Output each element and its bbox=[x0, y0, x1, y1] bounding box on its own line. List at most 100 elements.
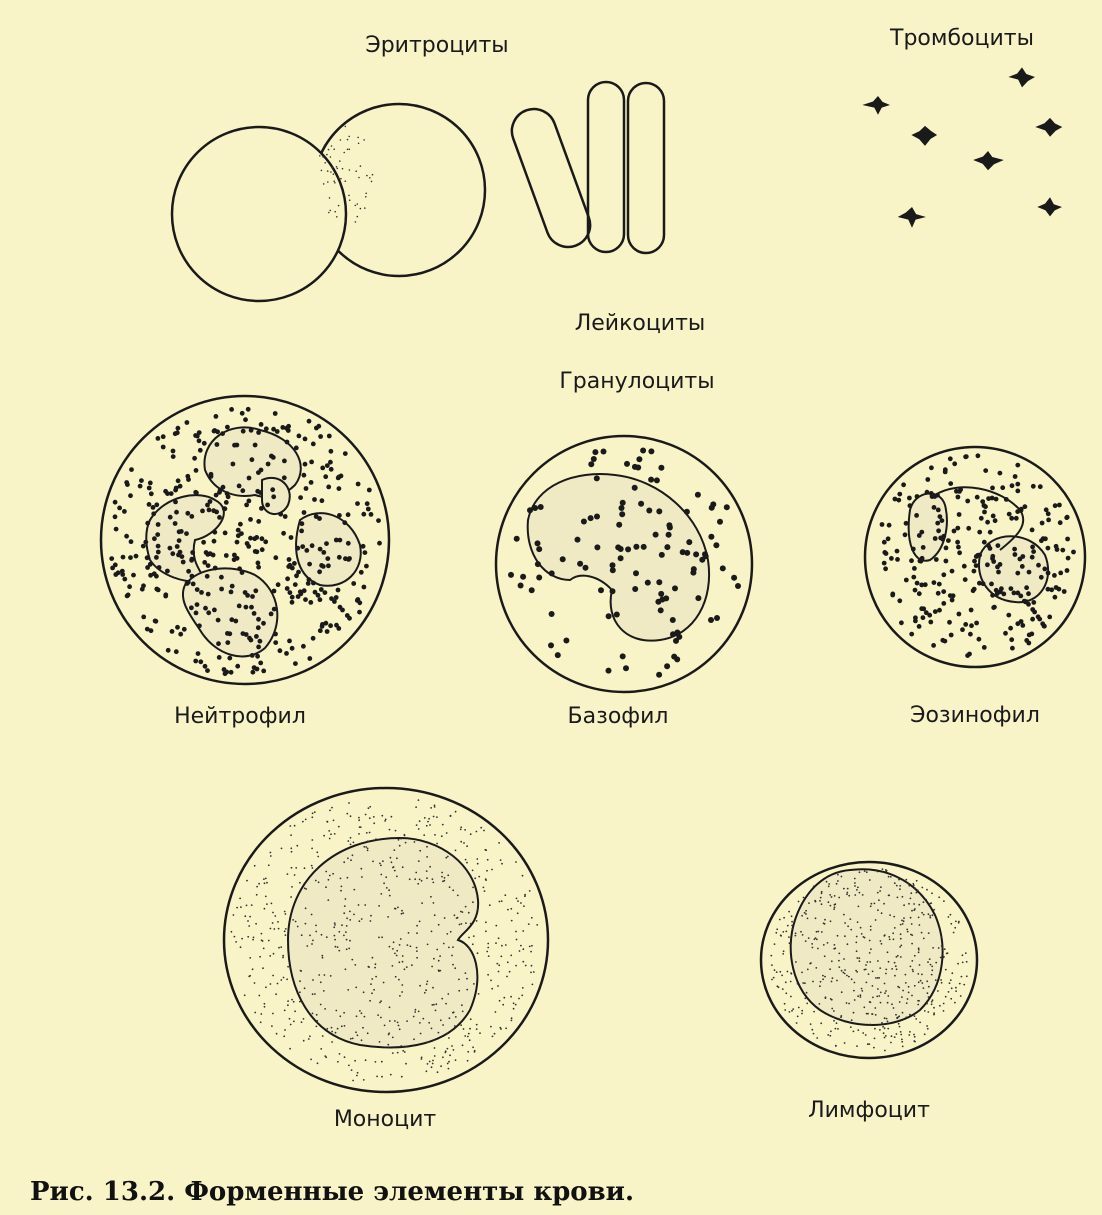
eosinophil-granule bbox=[1029, 632, 1034, 637]
lymphocyte-stipple bbox=[885, 969, 887, 971]
monocyte-stipple bbox=[249, 975, 251, 977]
neutrophil-granule bbox=[120, 569, 125, 574]
lymphocyte-stipple bbox=[819, 985, 821, 987]
lymphocyte-stipple bbox=[816, 931, 818, 933]
eosinophil-granule bbox=[982, 503, 987, 508]
basophil-granule bbox=[591, 456, 597, 462]
monocyte-stipple bbox=[244, 994, 246, 996]
lymphocyte-stipple bbox=[838, 953, 840, 955]
neutrophil-granule bbox=[149, 491, 154, 496]
neutrophil-granule bbox=[324, 541, 329, 546]
monocyte-stipple bbox=[519, 950, 521, 952]
monocyte-stipple bbox=[416, 925, 418, 927]
neutrophil-granule bbox=[316, 593, 321, 598]
lymphocyte-stipple bbox=[844, 969, 846, 971]
monocyte-stipple bbox=[247, 920, 249, 922]
monocyte-stipple bbox=[282, 955, 284, 957]
monocyte-stipple bbox=[316, 1020, 318, 1022]
eosinophil-granule bbox=[899, 620, 904, 625]
eosinophil-granule bbox=[975, 495, 980, 500]
neutrophil-granule bbox=[260, 536, 265, 541]
lymphocyte-stipple bbox=[814, 938, 816, 940]
monocyte-stipple bbox=[511, 1020, 513, 1022]
monocyte-stipple bbox=[314, 993, 316, 995]
eosinophil-granule bbox=[1065, 515, 1070, 520]
neutrophil-granule bbox=[337, 486, 342, 491]
neutrophil-granule bbox=[237, 604, 242, 609]
monocyte-stipple bbox=[365, 814, 367, 816]
monocyte-stipple bbox=[303, 1040, 305, 1042]
lymphocyte-stipple bbox=[926, 1025, 928, 1027]
monocyte-stipple bbox=[301, 934, 303, 936]
eosinophil-granule bbox=[1038, 484, 1043, 489]
basophil-granule bbox=[713, 542, 719, 548]
monocyte-stipple bbox=[468, 912, 470, 914]
neutrophil-granule bbox=[128, 493, 133, 498]
monocyte-stipple bbox=[421, 880, 423, 882]
basophil-granule bbox=[645, 580, 651, 586]
lymphocyte-stipple bbox=[919, 964, 921, 966]
monocyte-stipple bbox=[315, 931, 317, 933]
monocyte-stipple bbox=[287, 1000, 289, 1002]
monocyte-stipple bbox=[373, 816, 375, 818]
neutrophil-granule bbox=[168, 546, 173, 551]
monocyte-stipple bbox=[276, 1033, 278, 1035]
lymphocyte-stipple bbox=[821, 903, 823, 905]
monocyte-stipple bbox=[398, 979, 400, 981]
basophil-granule bbox=[532, 505, 538, 511]
lymphocyte-stipple bbox=[950, 914, 952, 916]
neutrophil-granule bbox=[318, 597, 323, 602]
lymphocyte-stipple bbox=[850, 929, 852, 931]
neutrophil-granule bbox=[259, 468, 264, 473]
lymphocyte-stipple bbox=[923, 987, 925, 989]
eosinophil-granule bbox=[917, 624, 922, 629]
eosinophil-granule bbox=[963, 577, 968, 582]
neutrophil-granule bbox=[200, 509, 205, 514]
eosinophil-granule bbox=[931, 643, 936, 648]
eosinophil-granule bbox=[947, 620, 952, 625]
erythrocyte-stipple bbox=[357, 137, 359, 139]
lymphocyte-stipple bbox=[864, 870, 866, 872]
monocyte-stipple bbox=[400, 938, 402, 940]
eosinophil-granule bbox=[941, 601, 946, 606]
monocyte-stipple bbox=[358, 817, 360, 819]
erythrocyte-stipple bbox=[345, 180, 347, 182]
lymphocyte-stipple bbox=[833, 908, 835, 910]
eosinophil-granule bbox=[1006, 613, 1011, 618]
neutrophil-granule bbox=[249, 638, 254, 643]
lymphocyte-stipple bbox=[853, 1012, 855, 1014]
monocyte-stipple bbox=[256, 894, 258, 896]
lymphocyte-stipple bbox=[782, 988, 784, 990]
monocyte-stipple bbox=[293, 1021, 295, 1023]
eosinophil-granule bbox=[988, 530, 993, 535]
monocyte-stipple bbox=[470, 1018, 472, 1020]
lymphocyte-stipple bbox=[899, 946, 901, 948]
erythrocytes-label: Эритроциты bbox=[365, 33, 508, 58]
eosinophil-granule bbox=[962, 564, 967, 569]
monocyte-stipple bbox=[465, 972, 467, 974]
neutrophil-granule bbox=[193, 433, 198, 438]
eosinophil-granule bbox=[948, 481, 953, 486]
monocyte-stipple bbox=[427, 981, 429, 983]
eosinophil-granule bbox=[1058, 571, 1063, 576]
monocyte-stipple bbox=[499, 901, 501, 903]
monocyte-stipple bbox=[350, 844, 352, 846]
neutrophil-granule bbox=[314, 426, 319, 431]
lymphocyte-stipple bbox=[804, 998, 806, 1000]
lymphocyte-stipple bbox=[951, 987, 953, 989]
monocyte-stipple bbox=[344, 905, 346, 907]
lymphocyte-stipple bbox=[791, 973, 793, 975]
lymphocyte-stipple bbox=[861, 990, 863, 992]
monocyte-stipple bbox=[434, 1055, 436, 1057]
monocyte-stipple bbox=[494, 1033, 496, 1035]
monocyte-stipple bbox=[315, 925, 317, 927]
neutrophil-granule bbox=[278, 512, 283, 517]
lymphocyte-stipple bbox=[874, 903, 876, 905]
monocyte-stipple bbox=[369, 1000, 371, 1002]
monocyte-stipple bbox=[252, 939, 254, 941]
monocyte-stipple bbox=[369, 806, 371, 808]
eosinophil-granule bbox=[999, 586, 1004, 591]
neutrophil-granule bbox=[156, 436, 161, 441]
neutrophil-granule bbox=[255, 549, 260, 554]
neutrophil-granule bbox=[326, 563, 331, 568]
